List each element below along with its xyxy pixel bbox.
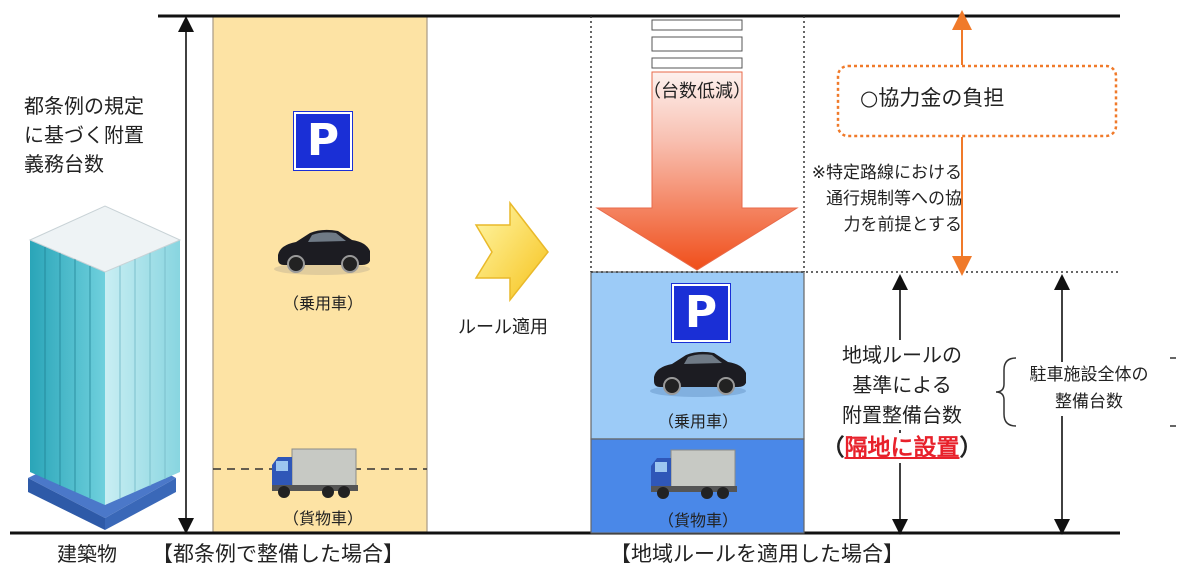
local-rule-label-line3: 附置整備台数	[842, 403, 962, 427]
required-count-label-line1: 都条例の規定	[24, 94, 144, 118]
local-case-caption: 【地域ルールを適用した場合】	[610, 542, 904, 566]
total-brace	[995, 357, 1017, 427]
local-car-label: （乗用車）	[657, 412, 738, 431]
apply-rule-arrow	[474, 200, 549, 303]
total-count-label: 駐車施設全体の 整備台数	[1014, 362, 1164, 416]
offsite-label: （隔地に設置）	[812, 433, 992, 463]
condition-note-line3: 力を前提とする	[843, 215, 963, 235]
total-label-line2: 整備台数	[1055, 392, 1123, 412]
required-count-label-line3: 義務台数	[24, 152, 104, 176]
local-rule-count-label: 地域ルールの 基準による 附置整備台数	[812, 340, 992, 430]
total-label-line1: 駐車施設全体の	[1029, 365, 1149, 385]
parking-sign-local: P	[672, 284, 730, 342]
condition-note: ※特定路線における 通行規制等への協 力を前提とする	[762, 160, 962, 238]
reduction-label: （台数低減）	[643, 81, 751, 102]
standard-car-label: （乗用車）	[282, 294, 363, 313]
offsite-paren-open: （	[821, 435, 845, 461]
condition-note-line2: 通行規制等への協	[826, 189, 962, 209]
stack-bar-1	[651, 19, 743, 31]
total-brace-right	[1170, 357, 1176, 427]
offsite-text: 隔地に設置	[844, 435, 960, 461]
local-rule-label-line1: 地域ルールの	[842, 343, 962, 367]
reduction-arrow	[595, 71, 799, 271]
passenger-car-icon	[274, 229, 370, 275]
contribution-box	[836, 64, 1118, 138]
parking-sign: P	[294, 112, 352, 170]
offsite-paren-close: ）	[959, 435, 983, 461]
truck-icon	[272, 448, 358, 498]
standard-truck-label: （貨物車）	[282, 509, 363, 528]
local-rule-label-line2: 基準による	[852, 373, 952, 397]
required-count-label: 都条例の規定 に基づく附置 義務台数	[24, 92, 184, 179]
contribution-label: ○協力金の負担	[860, 86, 1005, 110]
stack-bar-3	[651, 57, 743, 69]
local-truck-label: （貨物車）	[657, 511, 738, 530]
truck-icon-local	[651, 449, 737, 499]
apply-rule-label: ルール適用	[458, 317, 548, 338]
passenger-car-icon-local	[650, 351, 746, 397]
required-count-label-line2: に基づく附置	[24, 123, 144, 147]
condition-note-line1: ※特定路線における	[811, 163, 962, 183]
building-illustration	[28, 205, 182, 530]
stack-bar-2	[651, 36, 743, 52]
standard-case-caption: 【都条例で整備した場合】	[152, 542, 404, 566]
building-label: 建築物	[57, 542, 117, 566]
